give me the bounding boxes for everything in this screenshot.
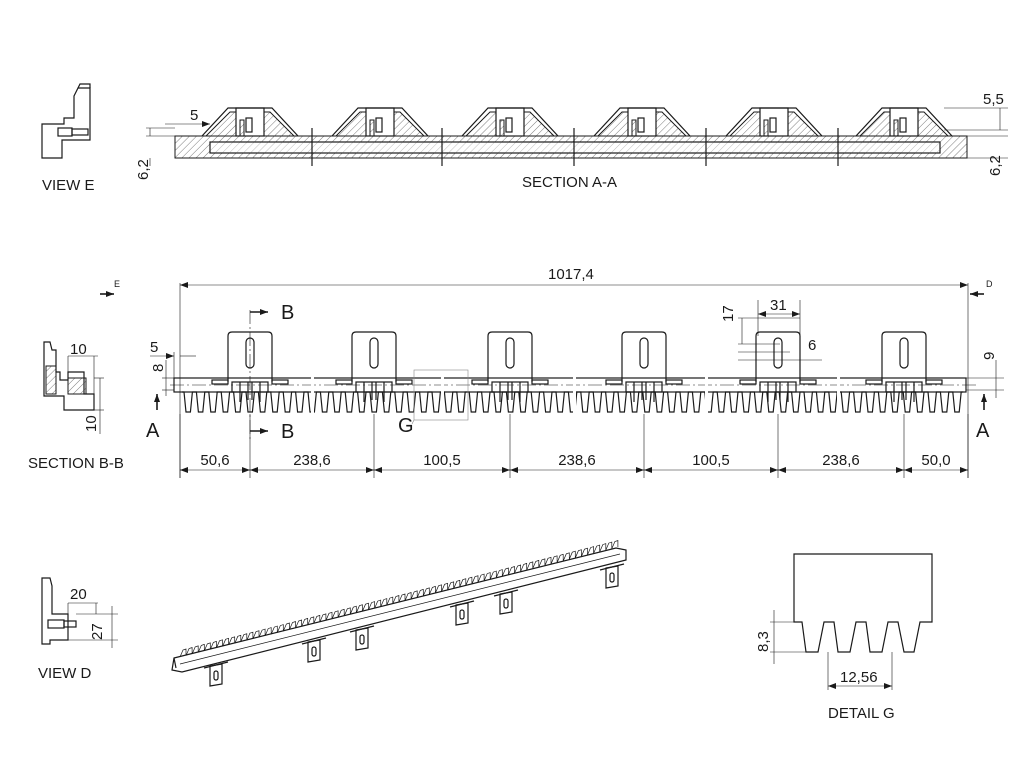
section-a-left: A <box>146 420 160 442</box>
detail-g-label: DETAIL G <box>828 705 895 722</box>
view-d-dim-height: 27 <box>89 623 106 640</box>
section-b-top: B <box>281 302 294 324</box>
section-a-right: A <box>976 420 990 442</box>
aa-dim-5: 5 <box>190 107 198 124</box>
detail-g: 8,3 12,56 DETAIL G <box>755 553 933 722</box>
aa-bracket <box>331 107 429 137</box>
overall-length: 1017,4 <box>548 266 594 283</box>
arrow-d-label: D <box>986 279 993 289</box>
view-e: VIEW E <box>41 83 95 194</box>
aa-bracket <box>461 107 559 137</box>
iso-bracket <box>301 637 327 663</box>
dim-right-9: 9 <box>981 352 998 360</box>
section-bb-label: SECTION B-B <box>28 455 124 472</box>
rack-bracket <box>335 331 413 402</box>
break-lines <box>311 128 839 166</box>
dim-left-8: 8 <box>150 364 167 372</box>
aa-dim-5-5: 5,5 <box>983 91 1004 108</box>
bottom-dim-6: 238,6 <box>822 452 860 469</box>
section-b-bottom: B <box>281 421 294 443</box>
main-view: 1017,4 E D A A B B G 5 <box>100 266 1004 478</box>
iso-brackets <box>203 563 625 687</box>
aa-bracket <box>725 107 823 137</box>
view-d-label: VIEW D <box>38 665 92 682</box>
aa-brackets <box>201 107 953 137</box>
dim-6: 6 <box>808 337 816 354</box>
bottom-dim-4: 238,6 <box>558 452 596 469</box>
detail-g-dim-height: 8,3 <box>755 631 772 652</box>
rack-bracket <box>865 331 943 402</box>
aa-dim-6-2-left: 6,2 <box>135 159 152 180</box>
dim-left-5: 5 <box>150 339 158 356</box>
view-d-dim-width: 20 <box>70 586 87 603</box>
iso-bracket <box>349 625 375 651</box>
iso-bracket <box>449 600 475 626</box>
bottom-dim-3: 100,5 <box>423 452 461 469</box>
iso-bracket <box>493 589 519 615</box>
break-gap <box>705 374 708 416</box>
arrow-e-label: E <box>114 279 120 289</box>
iso-teeth <box>179 540 619 658</box>
break-gap <box>311 374 314 416</box>
aa-bracket <box>201 107 299 137</box>
bottom-dim-1: 50,6 <box>200 452 229 469</box>
section-aa-label: SECTION A-A <box>522 174 617 191</box>
detail-g-dim-pitch: 12,56 <box>840 669 878 686</box>
bottom-dim-5: 100,5 <box>692 452 730 469</box>
rack-teeth-profile <box>182 391 964 413</box>
iso-bracket <box>599 563 625 589</box>
aa-bracket <box>855 107 953 137</box>
iso-teeth-profile <box>179 540 619 658</box>
aa-dim-6-2-right: 6,2 <box>987 155 1004 176</box>
bottom-dimension-chain: 50,6 238,6 100,5 238,6 100,5 238,6 50,0 <box>179 414 969 478</box>
rack-bracket <box>471 331 549 402</box>
bb-dim-width: 10 <box>70 341 87 358</box>
break-gap <box>573 374 576 416</box>
view-e-label: VIEW E <box>42 177 95 194</box>
dim-31: 31 <box>770 297 787 314</box>
section-bb: 10 10 SECTION B-B <box>28 341 124 472</box>
view-d: 20 27 VIEW D <box>38 577 118 682</box>
detail-g-marker: G <box>398 415 414 437</box>
bb-dim-height: 10 <box>83 415 100 432</box>
break-gap <box>441 374 444 416</box>
rack-teeth <box>182 374 964 416</box>
rack-bracket <box>605 331 683 402</box>
dim-17: 17 <box>720 305 737 322</box>
section-aa: 5 6,2 5,5 6,2 SECTION A-A <box>135 91 1008 191</box>
iso-bracket <box>203 661 229 687</box>
break-gap <box>837 374 840 416</box>
isometric-view <box>171 540 627 687</box>
aa-bracket <box>593 107 691 137</box>
bottom-dim-7: 50,0 <box>921 452 950 469</box>
bottom-dim-2: 238,6 <box>293 452 331 469</box>
